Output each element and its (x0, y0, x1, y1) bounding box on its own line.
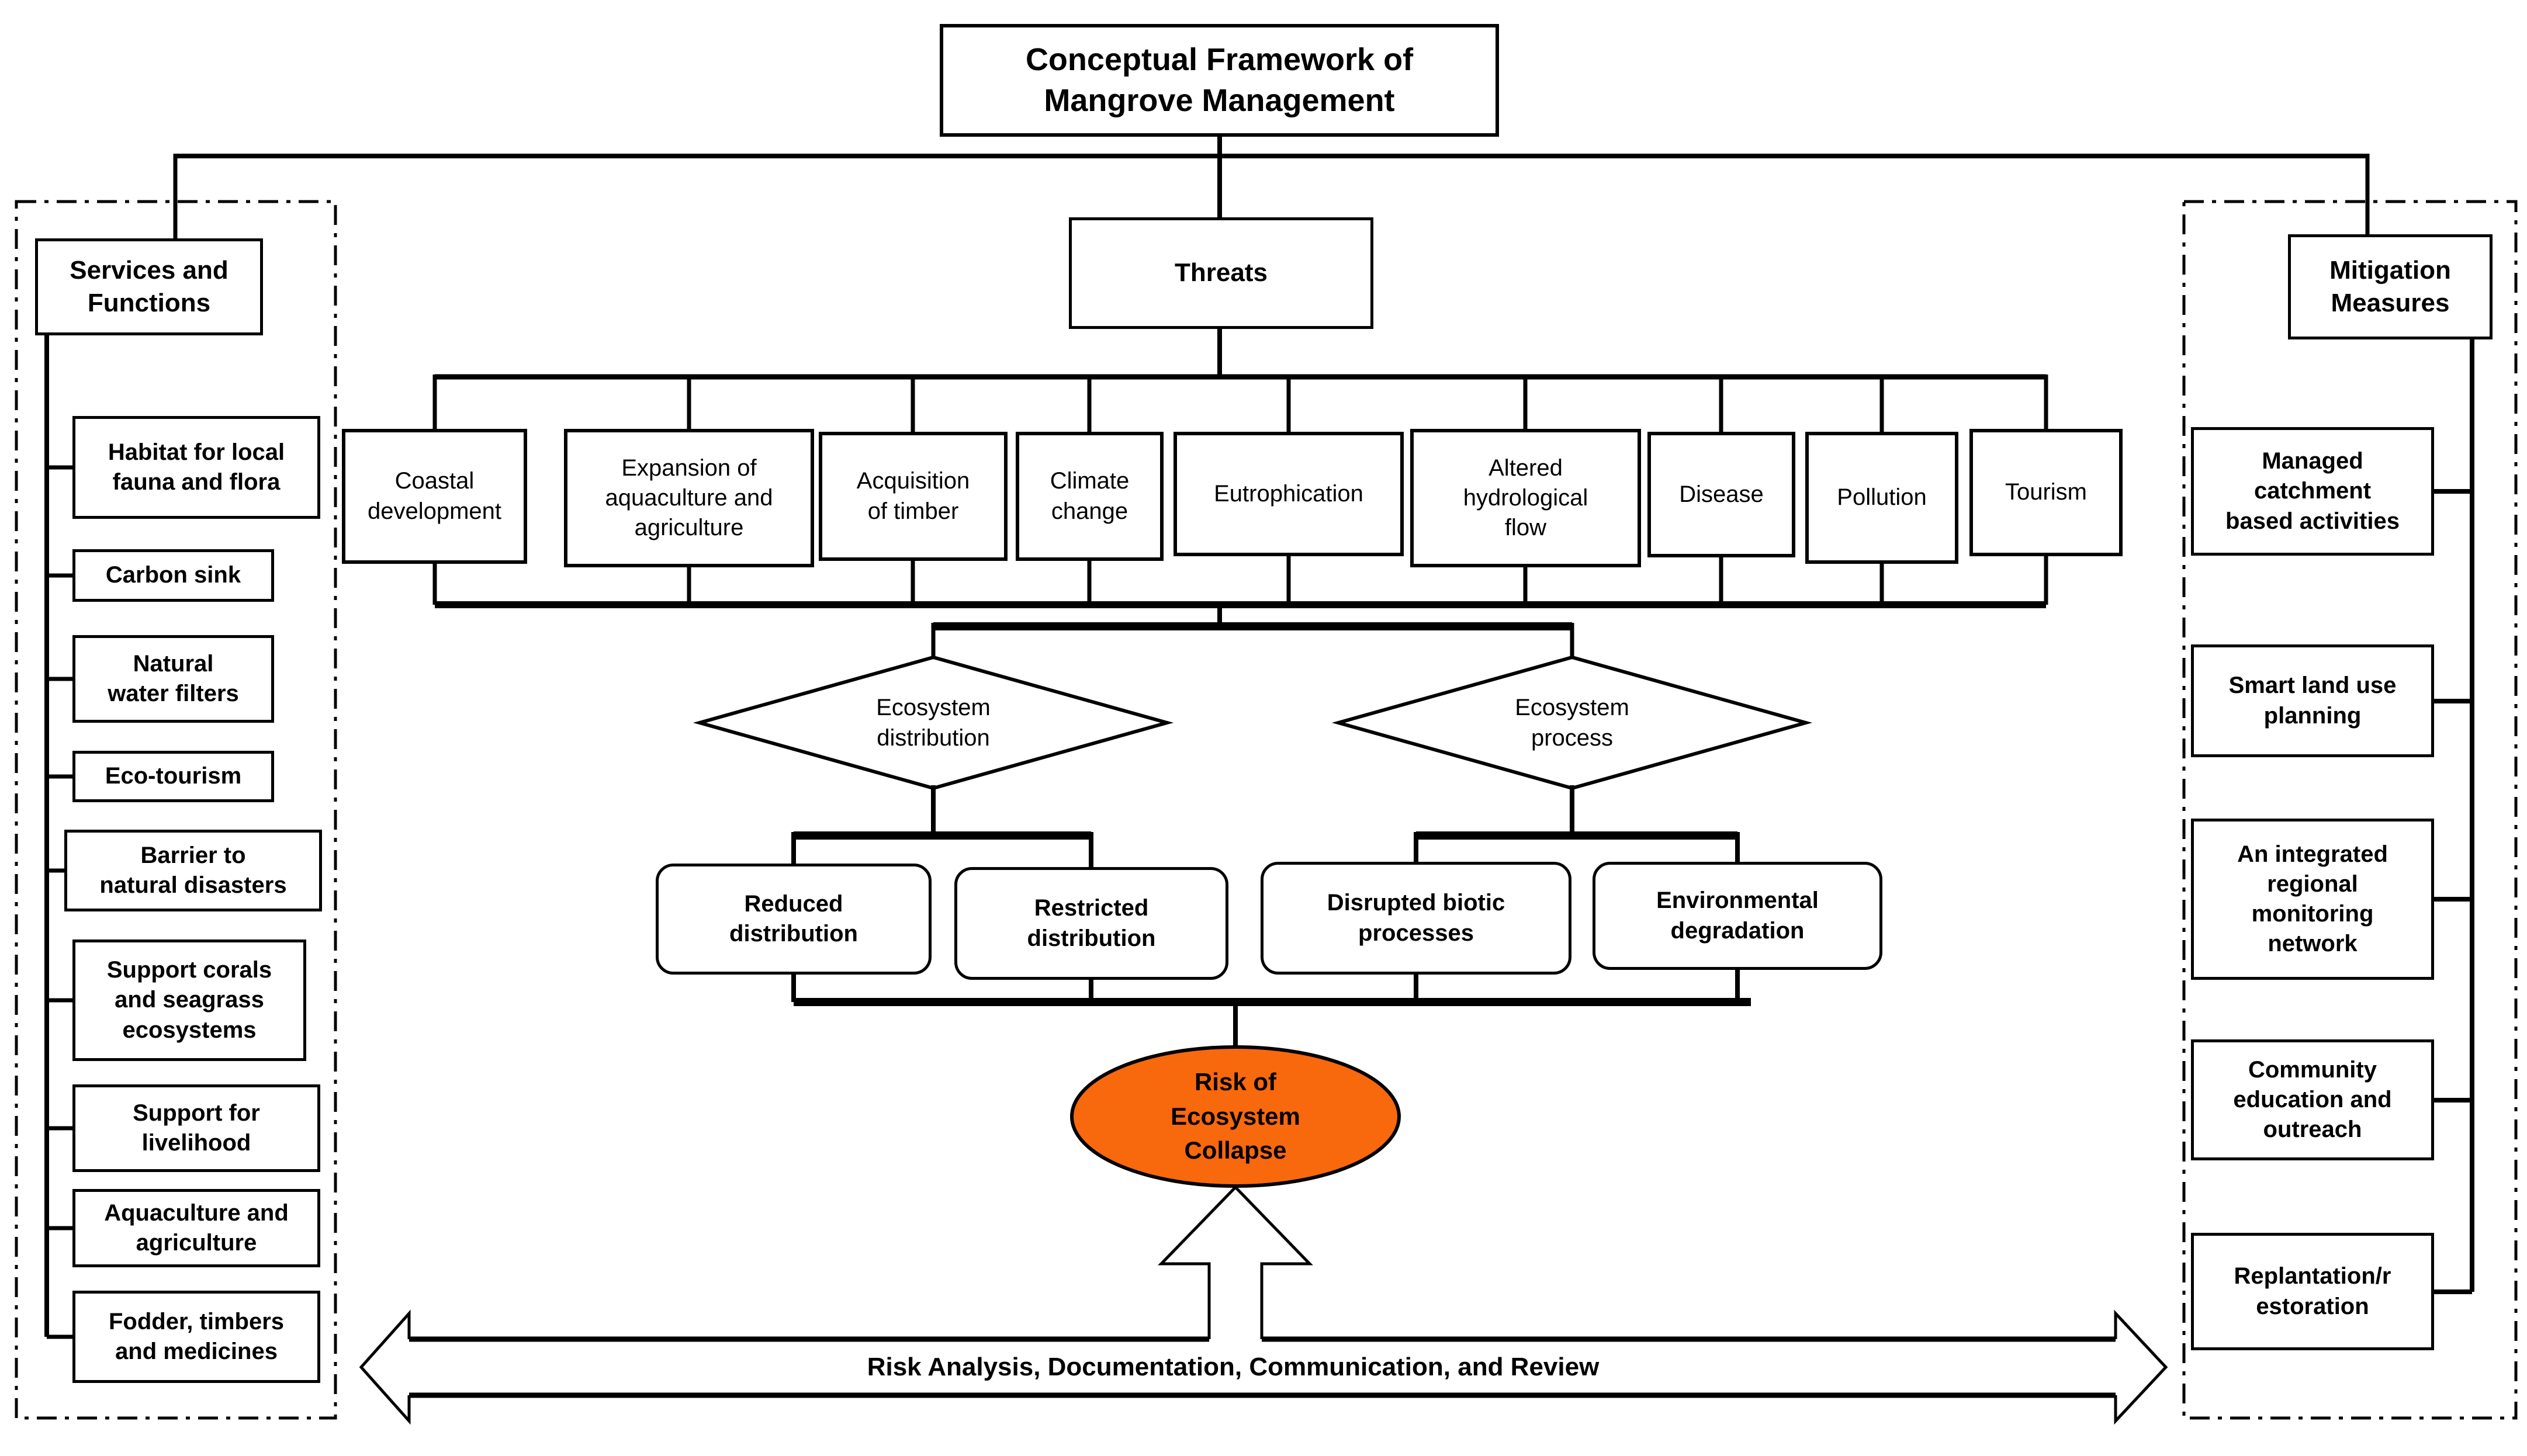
service-item-barrier: Barrier to natural disasters (64, 830, 322, 911)
diagram-title: Conceptual Framework of Mangrove Managem… (940, 24, 1499, 137)
threat-timber: Acquisition of timber (819, 432, 1008, 561)
threat-eutrophication: Eutrophication (1174, 432, 1404, 556)
ecosystem-process-diamond (1331, 655, 1813, 791)
mitigation-item-catchment: Managed catchment based activities (2191, 427, 2434, 556)
outcome-reduced-distribution: Reduced distribution (656, 864, 932, 975)
risk-up-arrow (1158, 1185, 1313, 1344)
service-item-habitat: Habitat for local fauna and flora (72, 416, 320, 519)
mitigation-item-education: Community education and outreach (2191, 1039, 2434, 1160)
mitigation-item-monitoring: An integrated regional monitoring networ… (2191, 819, 2434, 980)
threat-expansion-aquaculture: Expansion of aquaculture and agriculture (564, 429, 814, 567)
services-panel-border (15, 200, 337, 1420)
threat-tourism: Tourism (1969, 429, 2123, 556)
service-item-aquaculture: Aquaculture and agriculture (72, 1189, 320, 1267)
risk-ellipse-label: Risk of Ecosystem Collapse (1171, 1067, 1300, 1164)
mitigation-panel-border (2182, 200, 2518, 1420)
threats-header: Threats (1069, 217, 1373, 329)
services-header: Services and Functions (35, 238, 263, 335)
service-item-corals-seagrass: Support corals and seagrass ecosystems (72, 940, 306, 1061)
service-item-carbon-sink: Carbon sink (72, 549, 274, 602)
mitigation-header: Mitigation Measures (2288, 234, 2493, 339)
ecosystem-process-label: Ecosystem process (1515, 695, 1629, 751)
ecosystem-distribution-label: Ecosystem distribution (876, 695, 991, 751)
review-arrow (359, 1309, 2168, 1425)
service-item-water-filters: Natural water filters (72, 635, 274, 723)
service-item-fodder: Fodder, timbers and medicines (72, 1291, 320, 1383)
threat-coastal-development: Coastal development (342, 429, 527, 564)
review-arrow-label: Risk Analysis, Documentation, Communicat… (867, 1353, 1600, 1381)
outcome-environmental-degradation: Environmental degradation (1593, 862, 1882, 970)
service-item-eco-tourism: Eco-tourism (72, 751, 274, 802)
ecosystem-distribution-diamond (693, 655, 1174, 791)
service-item-livelihood: Support for livelihood (72, 1084, 320, 1172)
mitigation-item-land-use: Smart land use planning (2191, 644, 2434, 757)
mitigation-item-replantation: Replantation/r estoration (2191, 1233, 2434, 1350)
outcome-restricted-distribution: Restricted distribution (954, 867, 1228, 980)
threat-disease: Disease (1647, 432, 1795, 557)
threat-hydrological-flow: Altered hydrological flow (1410, 429, 1641, 567)
threat-climate-change: Climate change (1016, 432, 1164, 561)
outcome-disrupted-biotic: Disrupted biotic processes (1261, 862, 1571, 975)
threat-pollution: Pollution (1805, 432, 1958, 564)
